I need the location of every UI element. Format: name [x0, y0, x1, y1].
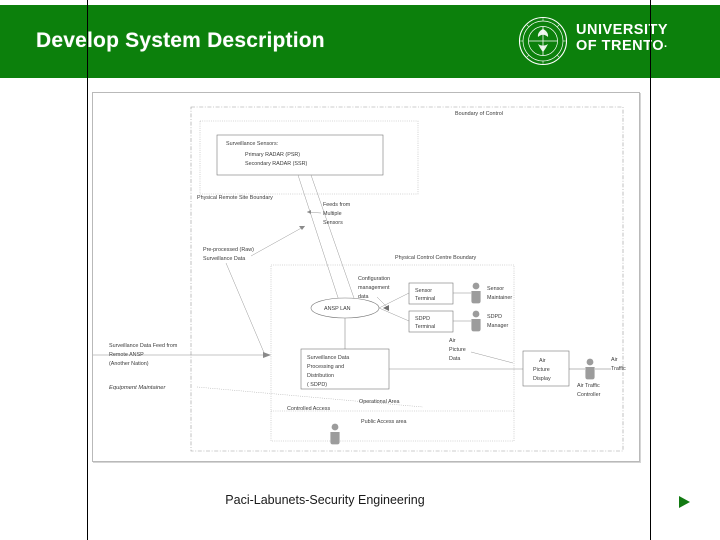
- operational-area-label: Operational Area: [359, 399, 399, 405]
- sensor-maintainer-line1: Sensor: [487, 286, 504, 292]
- config-leader: [376, 296, 388, 308]
- sdpd-terminal-box: [408, 310, 454, 333]
- public-access-label: Public Access area: [361, 419, 407, 425]
- preprocessed-label-line2: Surveillance Data: [203, 256, 245, 262]
- sensor-terminal-box: [408, 282, 454, 305]
- boundary-of-control-label: Boundary of Control: [455, 111, 503, 117]
- feeds-label-line1: Feeds from: [323, 202, 351, 208]
- page-title: Develop System Description: [36, 29, 325, 52]
- public-actor-icon: [330, 423, 340, 445]
- sdpd-line-4: ( SDPD): [307, 382, 327, 388]
- diagram-frame: Boundary of Control Physical Remote Site…: [92, 92, 640, 462]
- system-context-diagram: Boundary of Control Physical Remote Site…: [93, 106, 626, 452]
- air-picture-data-line1: Air: [449, 338, 456, 344]
- remote-feed-line3: (Another Nation): [109, 361, 149, 367]
- apd-line2: Picture: [533, 367, 550, 373]
- air-picture-display-box: [522, 350, 570, 387]
- logo-line-2: OF TRENTO: [576, 38, 665, 54]
- sdpd-line-3: Distribution: [307, 373, 334, 379]
- lan-arrow: [383, 305, 389, 311]
- secondary-radar-label: Secondary RADAR (SSR): [245, 161, 308, 167]
- config-label-line3: data: [358, 294, 369, 300]
- sdpd-terminal-line2: Terminal: [415, 324, 435, 330]
- atc-line2: Controller: [577, 392, 601, 398]
- slide-header-band: [0, 5, 720, 78]
- preprocessed-tail: [225, 262, 266, 356]
- university-seal-icon: [518, 16, 568, 66]
- sensor-terminal-line2: Terminal: [415, 296, 435, 302]
- air-traffic-line1: Air: [611, 357, 618, 363]
- left-guide-rule: [87, 0, 88, 540]
- sdpd-terminal-line1: SDPD: [415, 316, 430, 322]
- feeds-label-line3: Sensors: [323, 220, 343, 226]
- ansp-lan-label: ANSP LAN: [324, 306, 351, 312]
- remote-feed-line1: Surveillance Data Feed from: [109, 343, 178, 349]
- sensor-feed-line-a: [297, 174, 344, 314]
- apd-line3: Display: [533, 376, 551, 382]
- lan-to-sensor-terminal: [378, 292, 410, 309]
- university-logo: UNIVERSITY OF TRENTO·: [518, 14, 698, 70]
- config-label-line1: Configuration: [358, 276, 390, 282]
- lan-to-sdpd-terminal: [378, 307, 410, 322]
- air-picture-data-line2: Picture: [449, 347, 466, 353]
- logo-trailing-dot: ·: [664, 41, 669, 53]
- sdpd-line-1: Surveillance Data: [307, 355, 349, 361]
- physical-remote-site-label: Physical Remote Site Boundary: [197, 195, 273, 201]
- sdpd-line-2: Processing and: [307, 364, 344, 370]
- remote-feed-arrow: [263, 352, 271, 358]
- logo-line-1: UNIVERSITY: [576, 22, 669, 38]
- sdpd-manager-actor-icon: [471, 310, 481, 332]
- feeds-leader-arrow: [307, 210, 311, 214]
- physical-control-centre-label: Physical Control Centre Boundary: [395, 255, 477, 261]
- config-label-line2: management: [358, 285, 390, 291]
- sensor-maintainer-line2: Maintainer: [487, 295, 512, 301]
- air-traffic-controller-actor-icon: [585, 358, 595, 380]
- sensor-feed-line-b: [310, 174, 356, 302]
- apd-line1: Air: [539, 358, 546, 364]
- sensor-maintainer-actor-icon: [471, 282, 481, 304]
- atc-line1: Air Traffic: [577, 383, 600, 389]
- air-traffic-line2: Traffic: [611, 366, 626, 372]
- boundary-of-control-region: [190, 106, 624, 452]
- air-picture-data-line3: Data: [449, 356, 460, 362]
- sdpd-manager-line2: Manager: [487, 323, 508, 329]
- feeds-label-line2: Multiple: [323, 211, 342, 217]
- preprocessed-leader: [250, 225, 306, 257]
- controlled-access-line1: Controlled Access: [287, 406, 330, 412]
- surveillance-sensors-title: Surveillance Sensors:: [226, 141, 278, 147]
- air-picture-data-leader: [470, 351, 514, 364]
- equipment-maintainer-label: Equipment Maintainer: [109, 385, 166, 391]
- preprocessed-leader-arrow: [299, 226, 305, 230]
- preprocessed-label-line1: Pre-processed (Raw): [203, 247, 254, 253]
- surveillance-sensors-box: [216, 134, 384, 176]
- university-logo-text: UNIVERSITY OF TRENTO·: [576, 22, 668, 55]
- equipment-maintainer-leader: [196, 386, 424, 408]
- slide-footer: Paci-Labunets-Security Engineering: [225, 493, 425, 507]
- next-slide-arrow-icon[interactable]: [679, 496, 690, 508]
- primary-radar-label: Primary RADAR (PSR): [245, 152, 300, 158]
- sdpd-manager-line1: SDPD: [487, 314, 502, 320]
- sensor-terminal-line1: Sensor: [415, 288, 432, 294]
- physical-control-centre-region: [270, 264, 515, 442]
- right-guide-rule: [650, 0, 651, 540]
